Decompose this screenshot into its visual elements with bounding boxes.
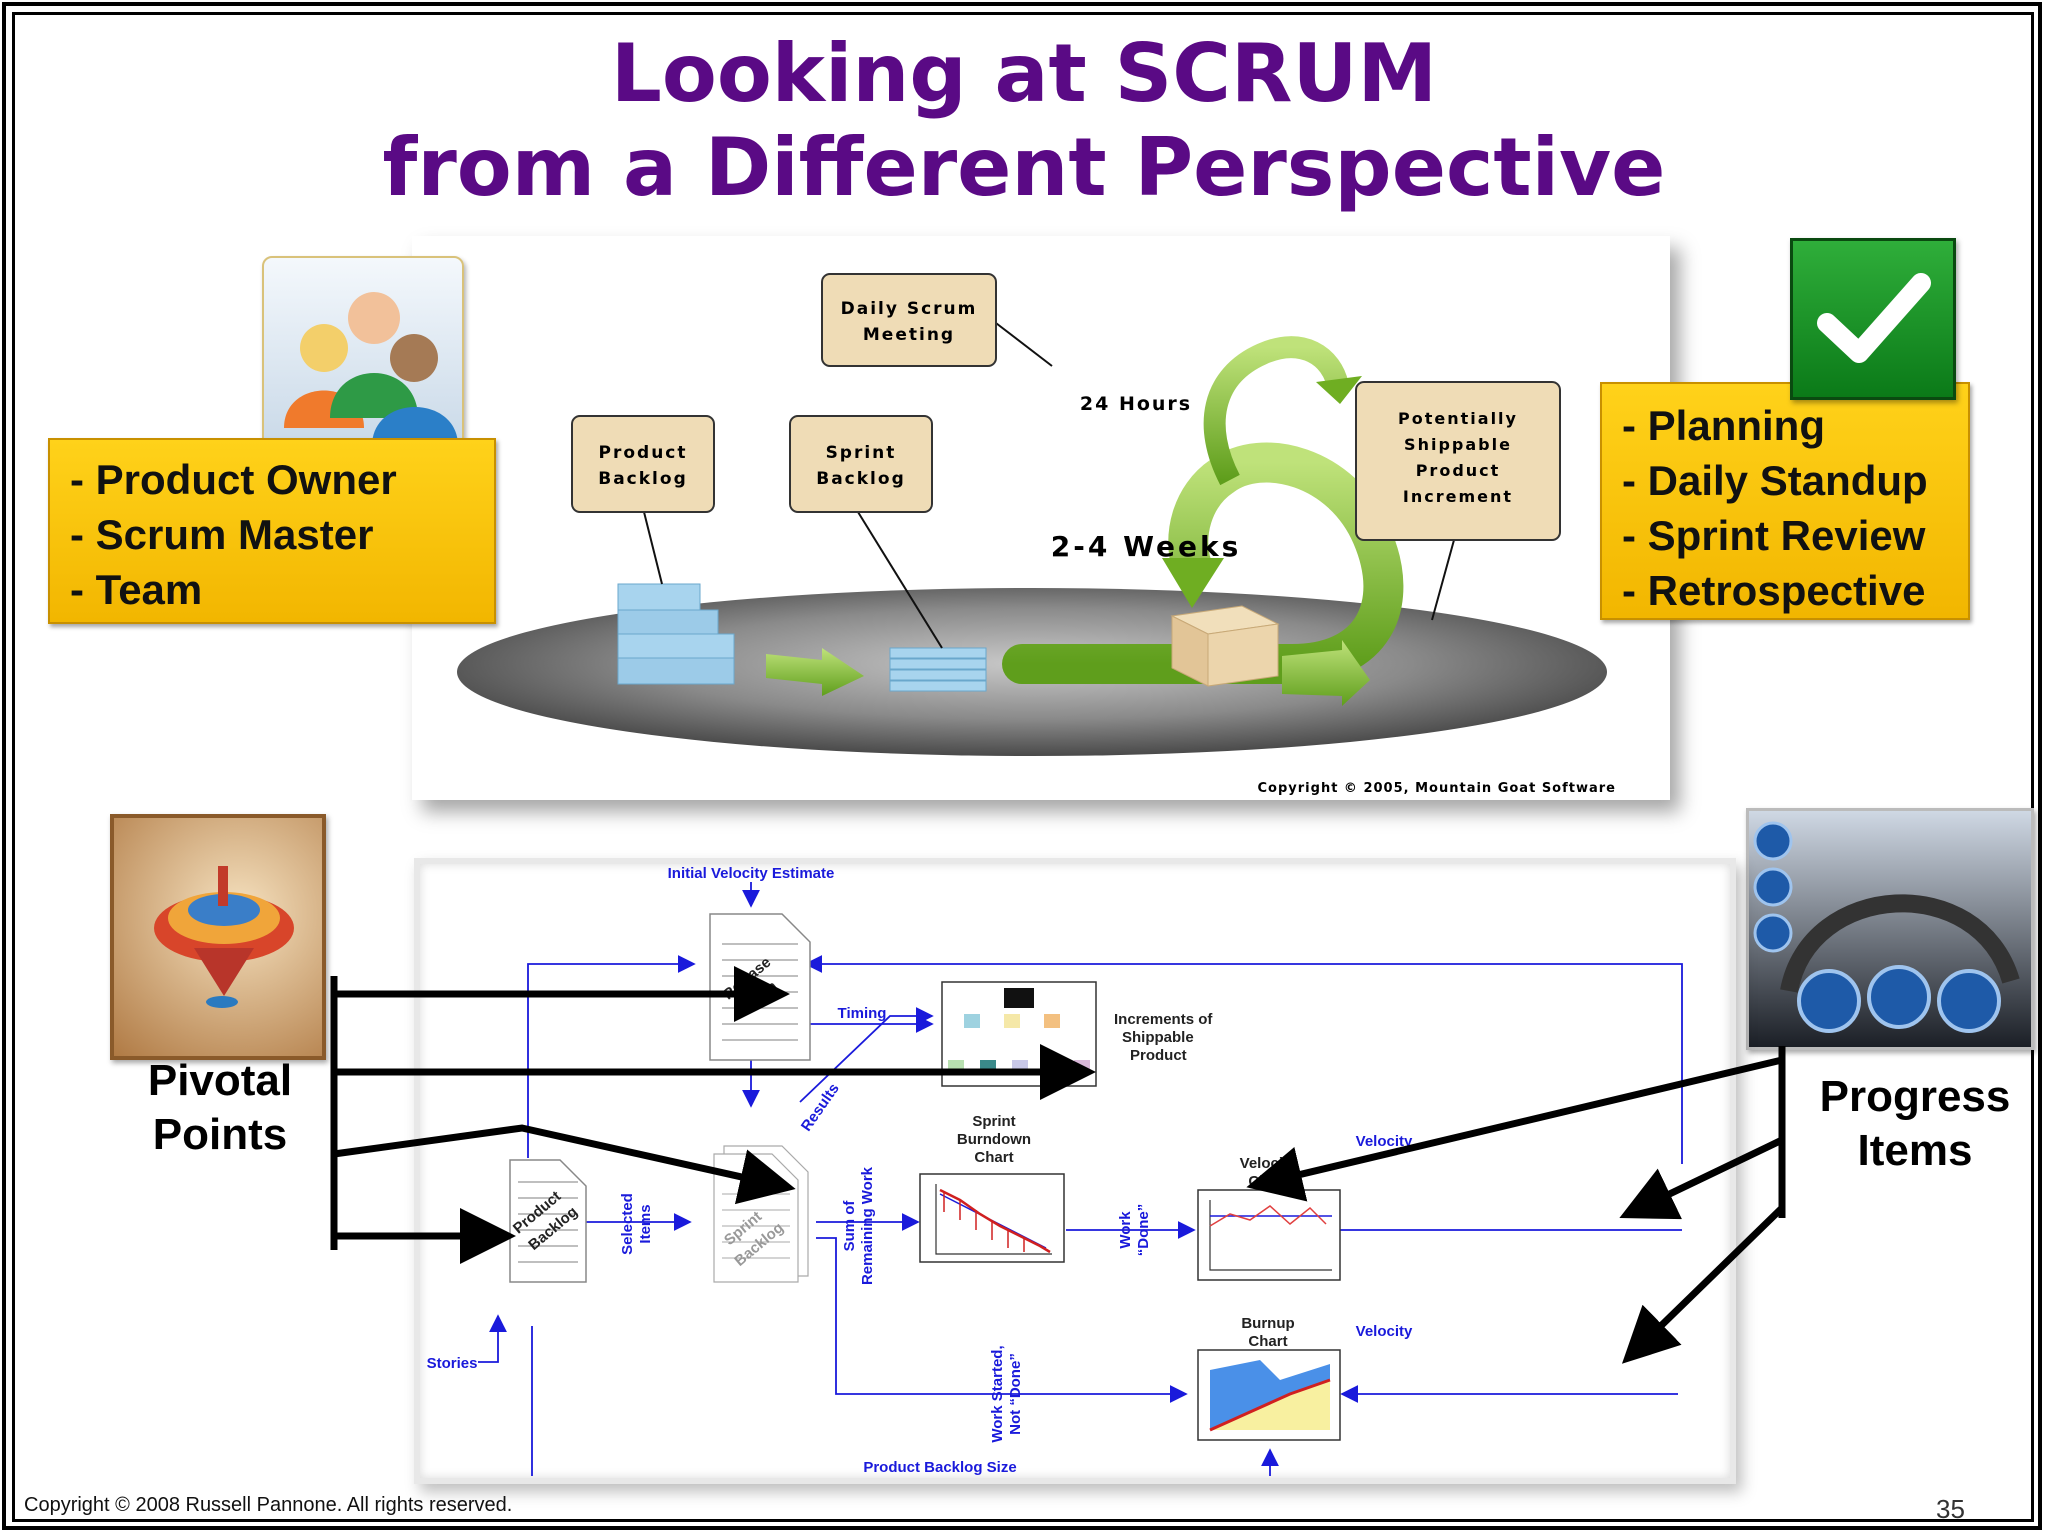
- dashboard-gauges-image: [1746, 808, 2034, 1050]
- team-people-icon: [284, 292, 458, 446]
- green-arrow-1-icon: [766, 648, 864, 696]
- ceremony-planning: - Planning: [1622, 402, 1825, 449]
- spinning-top-icon: [154, 866, 294, 1008]
- selected-items-2: Items: [637, 1204, 654, 1243]
- work-started-2: Not “Done”: [1007, 1353, 1024, 1435]
- slide-inner-border: [12, 12, 2034, 1522]
- initial-velocity-text: Initial Velocity Estimate: [668, 865, 835, 882]
- page-number: 35: [1936, 1494, 1965, 1524]
- sum-remaining-2: Remaining Work: [859, 1166, 876, 1285]
- pivotal-word: Pivotal: [147, 1056, 293, 1105]
- progress-word: Progress: [1819, 1072, 2011, 1121]
- flow-svg: Release Plan Product Backlog Sprint Back…: [427, 865, 1683, 1476]
- scrum-process-svg: Daily Scrum Meeting Product Backlog Spri…: [457, 273, 1616, 796]
- burndown-title2: Burndown: [957, 1131, 1031, 1148]
- note-sprint-backlog: Sprint Backlog: [789, 415, 933, 513]
- points-word: Points: [152, 1110, 288, 1159]
- work-done-2: “Done”: [1135, 1204, 1152, 1257]
- selected-items-1: Selected: [619, 1193, 636, 1255]
- sprint-loop-arrow-icon: [1002, 336, 1404, 706]
- checkmark-icon: [1790, 238, 1956, 400]
- ceremony-sprint-review: - Sprint Review: [1622, 512, 1926, 559]
- velocity-chart-thumb: [1197, 1189, 1341, 1281]
- burndown-title3: Chart: [974, 1149, 1013, 1166]
- increment-line2: Shippable: [1404, 435, 1512, 454]
- release-planning-flow-diagram: Release Plan Product Backlog Sprint Back…: [414, 858, 1736, 1484]
- increment-line3: Product: [1416, 461, 1501, 480]
- top-product-backlog-line2: Backlog: [598, 469, 688, 489]
- sum-remaining-1: Sum of: [841, 1200, 858, 1252]
- team-people-image: [262, 256, 464, 450]
- callout-lines: [643, 319, 1455, 649]
- burnup-title2: Chart: [1248, 1333, 1287, 1350]
- daily-scrum-line2: Meeting: [863, 325, 955, 345]
- increments-line2: Shippable: [1122, 1029, 1194, 1046]
- increment-line4: Increment: [1403, 487, 1513, 506]
- roles-box: - Product Owner - Scrum Master - Team: [48, 438, 496, 624]
- sprint-backlog-stack-icon: [889, 647, 987, 692]
- scrum-process-diagram: Daily Scrum Meeting Product Backlog Spri…: [412, 236, 1670, 800]
- work-done-1: Work: [1117, 1211, 1134, 1249]
- slide-title-line2: from a Different Perspective: [382, 121, 1666, 214]
- top-sprint-backlog-line2: Backlog: [816, 469, 906, 489]
- slide-copyright: Copyright © 2008 Russell Pannone. All ri…: [24, 1494, 513, 1516]
- results-text: Results: [798, 1080, 843, 1134]
- pivotal-points-label: Pivotal Points: [110, 1054, 330, 1162]
- timing-text: Timing: [838, 1005, 887, 1022]
- release-plan-doc-icon: Release Plan: [709, 913, 811, 1061]
- scrum-diagram-copyright: Copyright © 2005, Mountain Goat Software: [1258, 781, 1616, 796]
- progress-items-label: Progress Items: [1800, 1070, 2030, 1178]
- product-backlog-stack-icon: [617, 583, 735, 685]
- flow-connectors: [478, 882, 1683, 1476]
- note-product-backlog: Product Backlog: [571, 415, 715, 513]
- spinning-top-image: [110, 814, 326, 1060]
- items-word: Items: [1857, 1126, 1973, 1175]
- burnup-title1: Burnup: [1241, 1315, 1294, 1332]
- product-backlog-doc-icon: Product Backlog: [509, 1159, 587, 1283]
- product-backlog-size-text: Product Backlog Size: [863, 1459, 1016, 1476]
- ceremony-retrospective: - Retrospective: [1622, 567, 1926, 614]
- role-product-owner: - Product Owner: [70, 456, 397, 503]
- increments-line3: Product: [1130, 1047, 1187, 1064]
- note-increment: Potentially Shippable Product Increment: [1355, 381, 1561, 541]
- note-daily-scrum: Daily Scrum Meeting: [821, 273, 997, 367]
- burndown-title1: Sprint: [972, 1113, 1015, 1130]
- increments-line1: Increments of: [1114, 1011, 1213, 1028]
- velocity-text-1: Velocity: [1356, 1133, 1413, 1150]
- top-sprint-backlog-line1: Sprint: [826, 443, 897, 463]
- slide-title-line1: Looking at SCRUM: [610, 27, 1438, 120]
- role-team: - Team: [70, 566, 203, 613]
- sprint-backlog-doc-icon: Sprint Backlog: [713, 1145, 809, 1283]
- top-product-backlog-line1: Product: [599, 443, 688, 463]
- ceremony-daily-standup: - Daily Standup: [1622, 457, 1928, 504]
- stories-text: Stories: [427, 1355, 478, 1372]
- velocity-chart-title2: Chart: [1248, 1173, 1287, 1190]
- ceremonies-box: - Planning - Daily Standup - Sprint Revi…: [1600, 382, 1970, 620]
- gauges-icon: [1753, 821, 2020, 1033]
- weeks-label: 2-4 Weeks: [1051, 530, 1242, 563]
- work-started-1: Work Started,: [989, 1345, 1006, 1442]
- burnup-chart-thumb: [1197, 1349, 1341, 1441]
- hours-label: 24 Hours: [1080, 393, 1192, 415]
- increments-tree-icon: [941, 981, 1097, 1087]
- increment-line1: Potentially: [1398, 409, 1518, 428]
- velocity-chart-title1: Velocity: [1240, 1155, 1297, 1172]
- daily-scrum-line1: Daily Scrum: [841, 299, 978, 319]
- velocity-text-2: Velocity: [1356, 1323, 1413, 1340]
- burndown-chart-thumb: [919, 1173, 1065, 1263]
- shippable-box-icon: [1170, 605, 1280, 687]
- role-scrum-master: - Scrum Master: [70, 511, 374, 558]
